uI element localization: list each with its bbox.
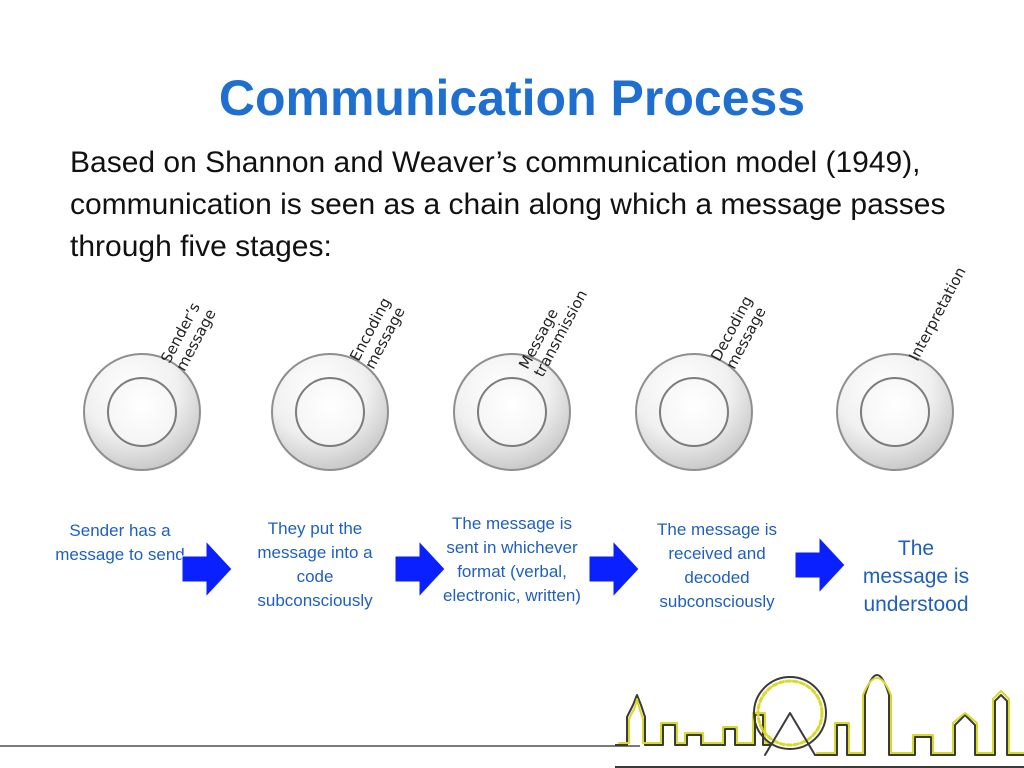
stage-label-decoding-message: Decoding message xyxy=(707,293,771,372)
london-skyline-icon xyxy=(615,674,1024,768)
stage-label-encoding-message: Encoding message xyxy=(346,294,409,371)
right-arrow-icon xyxy=(181,539,233,599)
stage-description-2: They put the message into a code subcons… xyxy=(257,519,373,610)
right-arrow-icon xyxy=(394,539,446,599)
stage-description-4: The message is received and decoded subc… xyxy=(657,520,777,611)
right-arrow-icon xyxy=(794,535,846,595)
ring-icon xyxy=(836,353,954,471)
ring-icon xyxy=(271,353,389,471)
slide-title: Communication Process xyxy=(218,70,806,126)
footer-divider xyxy=(0,745,640,747)
stage-label-senders-message: Sender’s message xyxy=(157,298,220,373)
right-arrow-icon xyxy=(588,539,640,599)
intro-paragraph: Based on Shannon and Weaver’s communicat… xyxy=(70,146,946,263)
stage-label-message-transmission: Message transmission xyxy=(515,279,591,380)
ring-icon xyxy=(83,353,201,471)
ring-icon xyxy=(635,353,753,471)
ring-icon xyxy=(453,353,571,471)
stage-description-5: The message is understood xyxy=(862,537,970,616)
stage-description-3: The message is sent in whichever format … xyxy=(443,514,581,605)
stage-description-1: Sender has a message to send xyxy=(55,521,185,564)
